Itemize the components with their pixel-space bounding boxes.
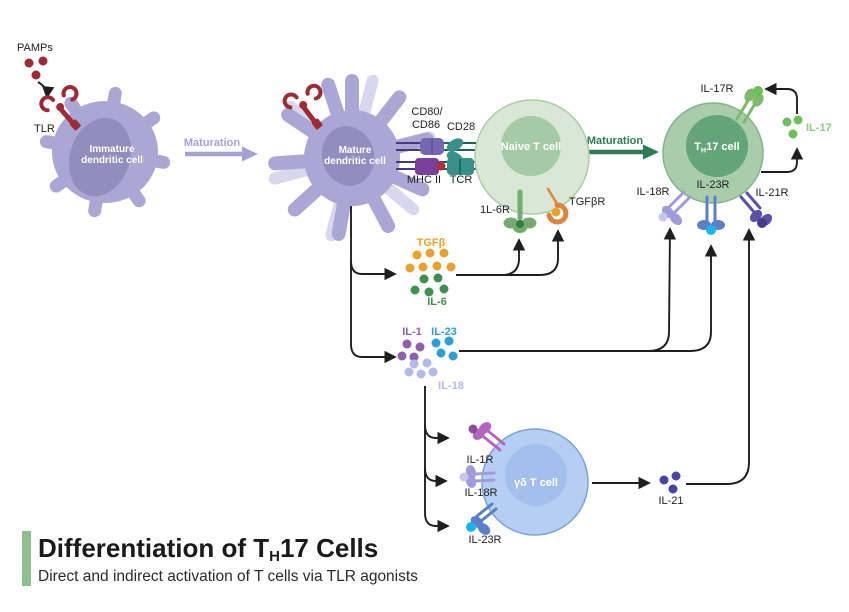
il17-label: IL-17: [806, 122, 832, 134]
tlr-label: TLR: [34, 123, 55, 135]
il17r-receptor-icon: [735, 86, 764, 124]
immature-dc-label-line1: Immature: [89, 144, 134, 155]
maturation-t-arrow: [586, 144, 659, 160]
mature-dc-label-line1: Mature: [339, 145, 372, 156]
dc-to-il1-arrow: [350, 261, 397, 364]
il1-to-il18r-arrow: [459, 227, 677, 352]
pamps-molecules: [24, 56, 48, 80]
th17-nucleus: [686, 115, 748, 177]
gamma-delta-nucleus: [505, 444, 567, 506]
mhc2-receptor-icon: [415, 158, 446, 175]
th17-to-il17-arrow: [761, 147, 804, 173]
il23r-gd-receptor-icon: [466, 502, 498, 535]
immature-dc-nucleus: [68, 117, 132, 197]
il18-label: IL-18: [438, 380, 464, 392]
th17-cell: TH17 cell: [662, 102, 764, 204]
cd28-label: CD28: [447, 121, 475, 133]
naive-t-nucleus: [501, 116, 561, 176]
tgfbr-receptor-icon: [546, 187, 569, 225]
immature-dc-label-line2: dendritic cell: [81, 155, 143, 166]
pamps-label: PAMPs: [17, 42, 53, 54]
tgfb-label: TGFβ: [417, 237, 446, 249]
pamps-to-tlr-arrow: [37, 81, 55, 99]
tcr-receptor-icon: [447, 158, 474, 175]
il18-to-il18r-gd-arrow: [424, 467, 448, 488]
il6-label: IL-6: [427, 296, 447, 308]
title-block: Differentiation of TH17 Cells Direct and…: [22, 531, 418, 586]
il18r-gd-label: IL-18R: [464, 487, 497, 499]
il17-molecules: [782, 115, 803, 139]
mhc2-label: MHC II: [407, 174, 441, 186]
cd80-label: CD80/: [411, 106, 443, 118]
il6r-label: 1L-6R: [480, 204, 510, 216]
maturation-dc-label: Maturation: [184, 137, 241, 149]
il18-to-il1r-arrow: [424, 424, 450, 445]
il1-to-il23r-arrow: [459, 244, 718, 352]
mature-dc-nucleus: [321, 126, 375, 186]
tgfbr-label: TGFβR: [569, 196, 605, 208]
il21r-receptor-icon: [739, 191, 773, 228]
il18-molecules: [404, 358, 438, 379]
tgfb-to-tgfbr-arrow: [456, 229, 565, 276]
il1r-receptor-icon: [468, 422, 506, 452]
tgfb-to-il6r-arrow: [456, 238, 526, 276]
tcr-label: TCR: [450, 174, 473, 186]
cd80-cd86-receptor-icon: [420, 138, 444, 155]
il17r-label: IL-17R: [700, 83, 733, 95]
il23r-gd-label: IL-23R: [468, 534, 501, 546]
il18r-th17-label: IL-18R: [636, 186, 669, 198]
il21-label: IL-21: [658, 495, 683, 507]
il1-label: IL-1: [402, 326, 422, 338]
il18r-gd-receptor-icon: [459, 465, 496, 488]
il23r-th17-label: IL-23R: [696, 179, 729, 191]
mature-dc-label-line2: dendritic cell: [324, 156, 386, 167]
il23-label: IL-23: [431, 326, 457, 338]
pathway-arrows: [350, 82, 804, 533]
cd86-label: CD86: [412, 119, 440, 131]
il23r-th17-receptor-icon: [697, 195, 725, 235]
il23-molecules: [431, 336, 458, 361]
il1r-label: IL-1R: [467, 454, 494, 466]
maturation-t-label: Maturation: [587, 135, 644, 147]
il1-molecules: [397, 339, 425, 362]
il21-molecules: [659, 471, 681, 494]
gamma-delta-t-cell: γδ T cell: [481, 428, 589, 536]
page-title: Differentiation of TH17 Cells: [38, 533, 378, 565]
immature-dendritic-cell: Immature dendritic cell: [39, 86, 171, 218]
il6r-receptor-icon: [503, 189, 537, 233]
gamma-delta-label: γδ T cell: [514, 477, 558, 489]
il21r-label: IL-21R: [755, 187, 788, 199]
title-accent-bar: [22, 531, 31, 586]
il6-molecules: [410, 273, 449, 297]
page-subtitle: Direct and indirect activation of T cell…: [38, 568, 418, 585]
tgfb-molecules: [405, 248, 456, 273]
il18-to-il23r-gd-arrow: [424, 386, 450, 533]
il17-to-il17r-arrow: [764, 82, 798, 114]
il18r-th17-receptor-icon: [658, 190, 692, 226]
th17-label: TH17 cell: [694, 141, 739, 155]
maturation-dc-arrow: [185, 146, 258, 162]
naive-t-label: Naive T cell: [501, 141, 562, 153]
naive-t-cell: Naive T cell: [474, 99, 590, 215]
mature-dendritic-cell: Mature dendritic cell: [268, 74, 436, 242]
il21-to-il21r-arrow: [686, 228, 756, 485]
